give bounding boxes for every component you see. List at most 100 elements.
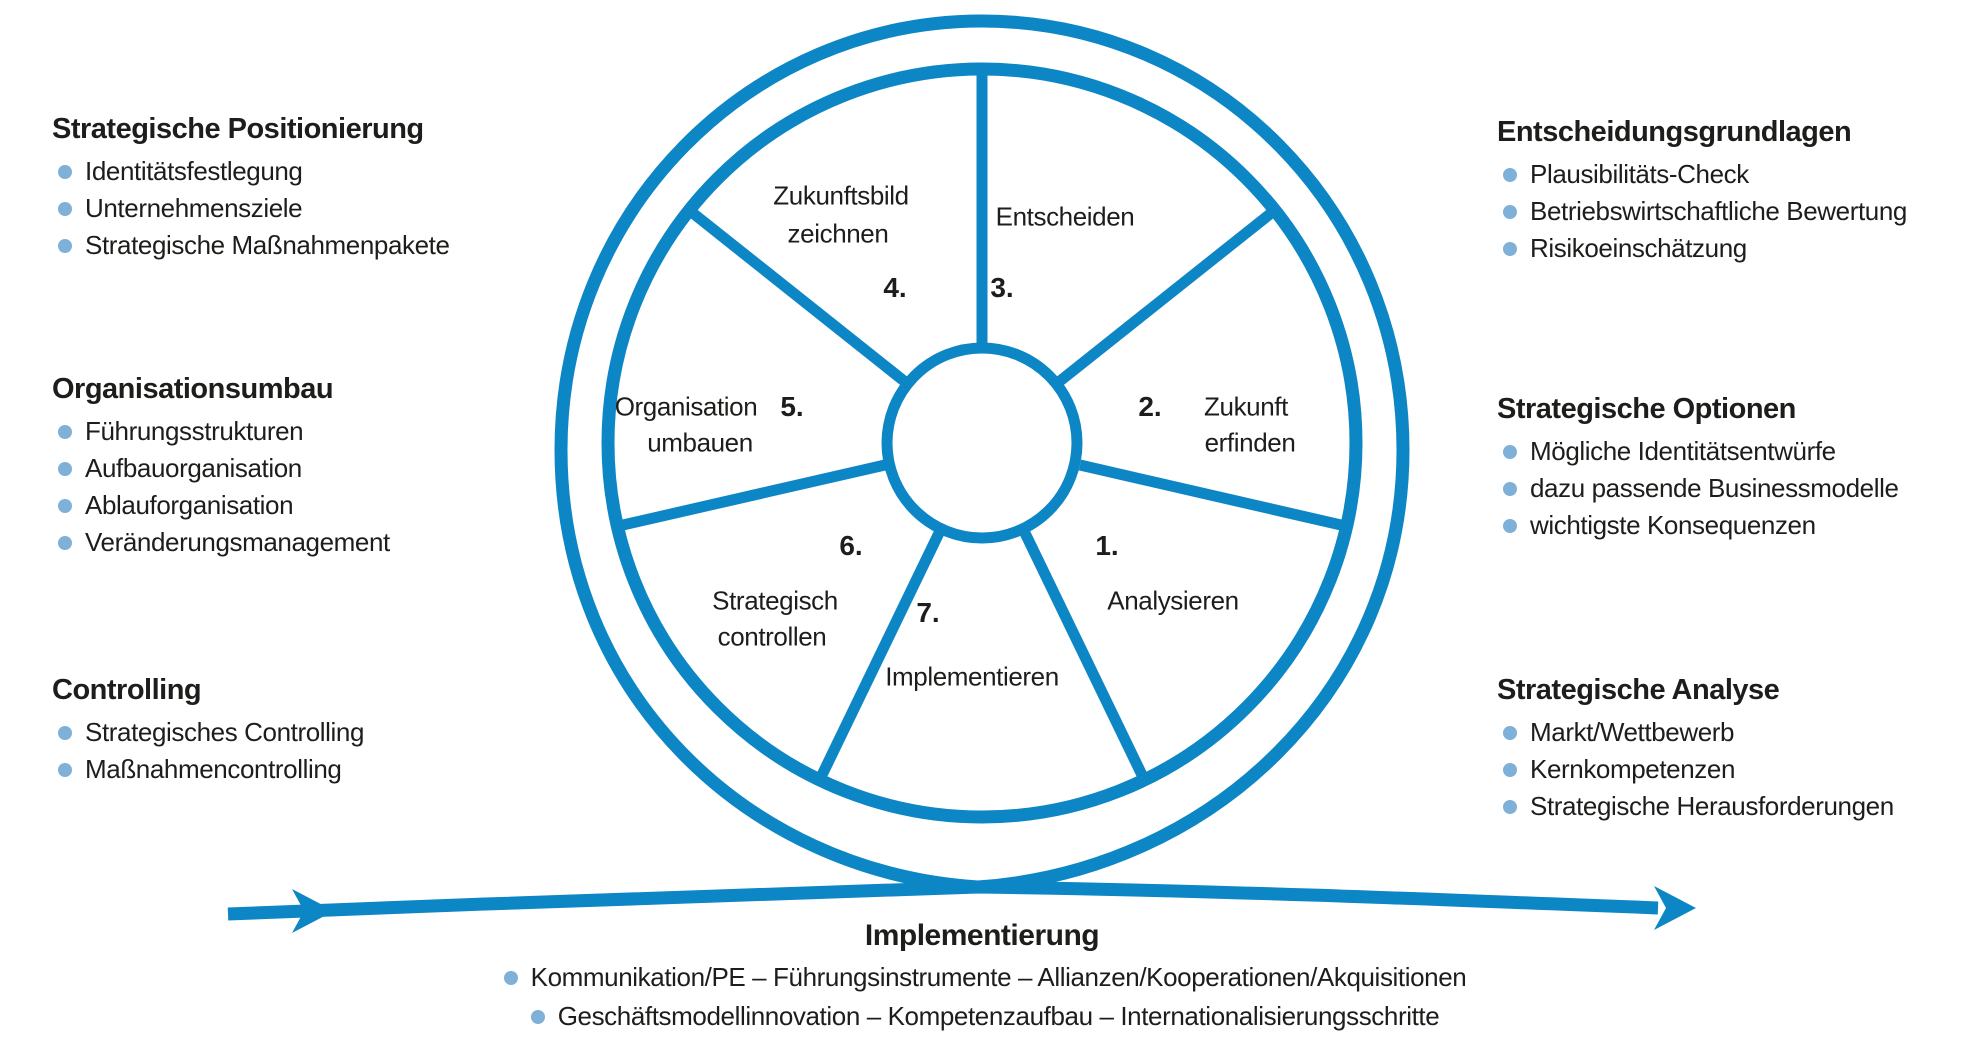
left-block-organisationsumbau: Organisationsumbau Führungsstrukturen Au… <box>52 372 522 561</box>
list-item-label: Kernkompetenzen <box>1530 754 1736 784</box>
right-block-strategische-optionen: Strategische Optionen Mögliche Identität… <box>1497 392 1967 544</box>
bullet-icon <box>58 725 72 740</box>
bottom-block-implementierung: Implementierung Kommunikation/PE – Führu… <box>300 918 1664 1036</box>
spoke-line <box>1020 530 1147 778</box>
right-block-entscheidungsgrundlagen: Entscheidungsgrundlagen Plausibilitäts-C… <box>1497 115 1967 267</box>
wheel-inner-ring <box>601 62 1363 824</box>
list-item: Strategisches Controlling <box>52 714 522 751</box>
list-item: dazu passende Businessmodelle <box>1497 470 1967 507</box>
list-item: Markt/Wettbewerb <box>1497 714 1967 751</box>
block-title: Strategische Optionen <box>1497 393 1796 425</box>
list-item: Geschäftsmodellinnovation – Kompetenzauf… <box>300 997 1664 1036</box>
bullet-icon <box>530 1009 545 1024</box>
list-item-label: Maßnahmencontrolling <box>85 754 342 784</box>
left-block-controlling: Controlling Strategisches Controlling Ma… <box>52 673 522 788</box>
list-item: wichtigste Konsequenzen <box>1497 507 1967 544</box>
segment-number: 5. <box>780 391 804 422</box>
list-item-label: Geschäftsmodellinnovation – Kompetenzauf… <box>557 1001 1440 1031</box>
bullet-icon <box>1503 241 1517 256</box>
list-item-label: Führungsstrukturen <box>85 416 304 446</box>
list-item: Unternehmensziele <box>52 190 522 227</box>
bullet-icon <box>58 762 72 777</box>
segment-label: Implementieren <box>885 661 1059 692</box>
list-item-label: Strategisches Controlling <box>85 717 365 747</box>
bullet-icon <box>58 498 72 513</box>
list-item: Mögliche Identitätsentwürfe <box>1497 433 1967 470</box>
list-item-label: Strategische Maßnahmenpakete <box>85 230 450 260</box>
list-item-label: Ablauforganisation <box>85 490 294 520</box>
segment-label: umbauen <box>647 427 753 458</box>
list-item: Plausibilitäts-Check <box>1497 156 1967 193</box>
list-item-label: Aufbauorganisation <box>85 453 302 483</box>
segment-label: controllen <box>717 621 827 652</box>
segment-number: 1. <box>1095 530 1119 561</box>
list-item: Kommunikation/PE – Führungsinstrumente –… <box>300 958 1664 997</box>
bullet-icon <box>1503 518 1517 533</box>
right-block-strategische-analyse: Strategische Analyse Markt/Wettbewerb Ke… <box>1497 673 1967 825</box>
list-item: Führungsstrukturen <box>52 413 522 450</box>
block-title: Organisationsumbau <box>52 373 334 405</box>
strategy-loop-path <box>227 14 1659 921</box>
list-item-label: Unternehmensziele <box>85 193 303 223</box>
list-item: Maßnahmencontrolling <box>52 751 522 788</box>
spoke-line <box>817 530 944 778</box>
list-item-label: Mögliche Identitätsentwürfe <box>1530 436 1836 466</box>
bullet-icon <box>58 424 72 439</box>
segment-number: 6. <box>839 530 863 561</box>
segment-label: Entscheiden <box>995 201 1135 232</box>
segment-number: 3. <box>990 272 1014 303</box>
list-item: Strategische Maßnahmenpakete <box>52 227 522 264</box>
list-item-label: Betriebswirtschaftliche Bewertung <box>1530 196 1907 226</box>
bullet-icon <box>1503 799 1517 814</box>
list-item-label: dazu passende Businessmodelle <box>1530 473 1899 503</box>
list-item-label: Kommunikation/PE – Führungsinstrumente –… <box>530 962 1467 992</box>
bullet-icon <box>58 461 72 476</box>
list-item: Identitätsfestlegung <box>52 153 522 190</box>
bullet-icon <box>58 164 72 179</box>
list-item: Risikoeinschätzung <box>1497 230 1967 267</box>
list-item: Aufbauorganisation <box>52 450 522 487</box>
bullet-icon <box>1503 725 1517 740</box>
segment-label: Zukunft <box>1204 391 1288 422</box>
block-title: Entscheidungsgrundlagen <box>1497 116 1852 148</box>
bullet-icon <box>503 970 518 985</box>
flow-arrowhead-left-icon <box>292 889 334 933</box>
list-item-label: Identitätsfestlegung <box>85 156 303 186</box>
segment-label: erfinden <box>1204 427 1296 458</box>
bullet-icon <box>1503 481 1517 496</box>
bullet-icon <box>1503 444 1517 459</box>
segment-label: Strategisch <box>712 585 838 616</box>
list-item-label: Risikoeinschätzung <box>1530 233 1747 263</box>
bullet-icon <box>58 201 72 216</box>
list-item-label: Veränderungsmanagement <box>85 527 390 557</box>
bullet-icon <box>1503 762 1517 777</box>
spoke-line <box>1078 459 1343 531</box>
segment-label: Zukunftsbild <box>773 180 909 211</box>
segment-number: 4. <box>883 272 907 303</box>
list-item: Ablauforganisation <box>52 487 522 524</box>
spoke-line <box>690 209 908 386</box>
block-title: Controlling <box>52 674 202 706</box>
bullet-icon <box>1503 204 1517 219</box>
block-title: Strategische Analyse <box>1497 674 1780 706</box>
list-item-label: Strategische Herausforderungen <box>1530 791 1894 821</box>
flow-arrowhead-right-icon <box>1654 886 1696 930</box>
segment-label: zeichnen <box>787 218 889 249</box>
list-item-label: Markt/Wettbewerb <box>1530 717 1735 747</box>
segment-label: Analysieren <box>1107 585 1239 616</box>
wheel-hub <box>881 342 1083 544</box>
list-item: Betriebswirtschaftliche Bewertung <box>1497 193 1967 230</box>
list-item-label: Plausibilitäts-Check <box>1530 159 1749 189</box>
list-item: Kernkompetenzen <box>1497 751 1967 788</box>
bullet-icon <box>58 535 72 550</box>
bullet-icon <box>58 238 72 253</box>
spoke-line <box>621 459 887 531</box>
list-item-label: wichtigste Konsequenzen <box>1530 510 1816 540</box>
segment-number: 7. <box>916 597 940 628</box>
bottom-title: Implementierung <box>864 919 1100 952</box>
segment-label: Organisation <box>614 391 758 422</box>
bullet-icon <box>1503 167 1517 182</box>
list-item: Strategische Herausforderungen <box>1497 788 1967 825</box>
